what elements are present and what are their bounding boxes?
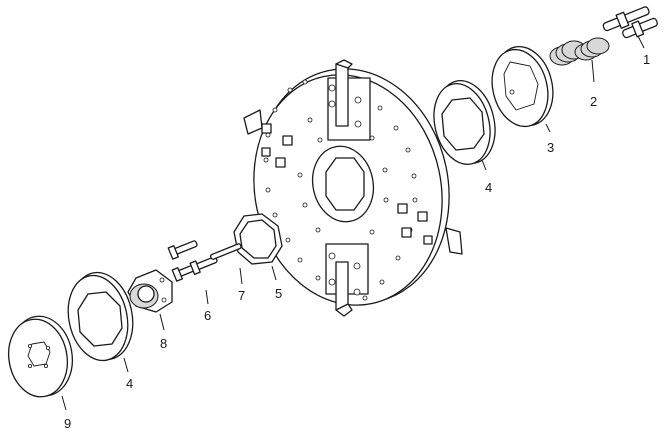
- right-side-tab: [445, 227, 463, 255]
- top-clamp-bracket: [327, 59, 371, 141]
- callout-labels: 1 2 3 4 4 5 6 7 8 9: [64, 52, 650, 431]
- part-9-end-plate: [7, 315, 73, 398]
- part-7-key-pin: [209, 243, 242, 260]
- main-drive-plate: [243, 59, 463, 317]
- plate-lug-blocks: [261, 123, 433, 245]
- part-3-cover-disc: [491, 45, 554, 128]
- callout-1: 1: [643, 52, 650, 67]
- part-2-springs: [549, 37, 610, 66]
- callout-6: 6: [204, 308, 211, 323]
- part-4-upper-friction-ring: [433, 80, 496, 165]
- part-6-bolts: [167, 240, 218, 282]
- left-side-tab: [243, 109, 263, 135]
- callout-4-lower: 4: [126, 376, 133, 391]
- callout-7: 7: [238, 288, 245, 303]
- bottom-clamp-bracket: [325, 243, 369, 317]
- callout-8: 8: [160, 336, 167, 351]
- callout-4-upper: 4: [485, 180, 492, 195]
- part-8-hub: [127, 269, 173, 313]
- plate-bolt-holes: [263, 79, 418, 301]
- leader-lines: [61, 35, 645, 411]
- part-1-pins: [602, 6, 658, 39]
- part-4-lower-friction-ring: [67, 271, 134, 362]
- callout-5: 5: [275, 286, 282, 301]
- callout-3: 3: [547, 140, 554, 155]
- callout-2: 2: [590, 94, 597, 109]
- callout-9: 9: [64, 416, 71, 431]
- part-5-octagon-ring: [233, 213, 283, 265]
